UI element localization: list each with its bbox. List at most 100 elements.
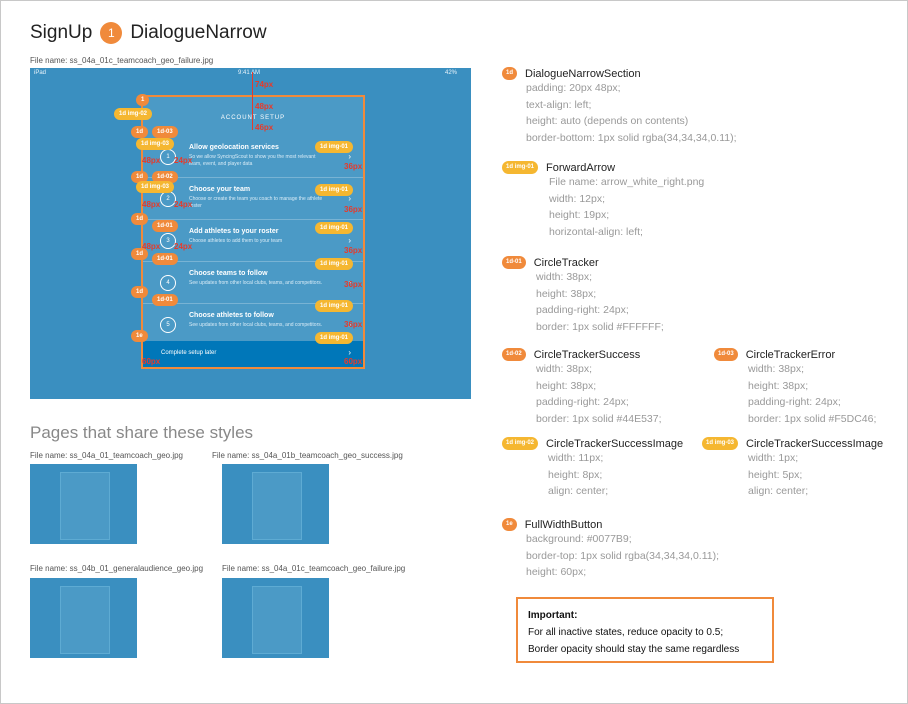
annotation-pill: 1d img-01 xyxy=(315,222,354,234)
row-description: See updates from other local clubs, team… xyxy=(189,322,323,328)
annotation-pill: 1d xyxy=(131,286,149,298)
spec-prop: padding-right: 24px; xyxy=(536,396,629,408)
measure-label: 48px xyxy=(142,156,161,165)
spec-tag: 1d-03 xyxy=(714,348,738,361)
annotation-pill: 1d img-01 xyxy=(315,184,354,196)
annotation-pill: 1d xyxy=(131,248,149,260)
row-description: See updates from other local clubs, team… xyxy=(189,280,323,286)
annotation-pill: 1d-02 xyxy=(152,171,178,183)
cta-label: Complete setup later xyxy=(161,350,217,356)
annotation-pill: 1d-01 xyxy=(152,294,178,306)
spec-name: DialogueNarrowSection xyxy=(525,67,641,80)
forward-arrow-icon: › xyxy=(348,278,351,287)
important-note: Important: For all inactive states, redu… xyxy=(516,597,774,663)
annotation-pill: 1d-03 xyxy=(152,126,178,138)
row-title: Choose your team xyxy=(189,186,251,193)
circle-tracker: 4 xyxy=(160,275,176,291)
spec-prop: padding-right: 24px; xyxy=(748,396,841,408)
important-line: For all inactive states, reduce opacity … xyxy=(528,627,724,638)
annotation-pill: 1d img-01 xyxy=(315,300,354,312)
thumb-dialog xyxy=(252,586,302,654)
spec-prop: height: 19px; xyxy=(549,209,610,221)
row-description: Choose or create the team you coach to m… xyxy=(189,196,323,209)
full-width-button[interactable]: Complete setup later › xyxy=(143,341,363,367)
measure-label: 60px xyxy=(344,357,363,366)
title-component: DialogueNarrow xyxy=(130,22,267,43)
spec-prop: height: 38px; xyxy=(748,379,809,392)
measure-label: 36px xyxy=(344,162,363,171)
spec-tag: 1e xyxy=(502,518,517,531)
annotation-pill: 1d-01 xyxy=(152,220,178,232)
measure-label: 48px xyxy=(142,242,161,251)
thumbnail[interactable] xyxy=(222,578,329,658)
spec-prop: padding-right: 24px; xyxy=(536,304,629,316)
measure-label: 60px xyxy=(142,357,161,366)
spec-tag: 1d-02 xyxy=(502,348,526,361)
list-item[interactable]: 4 Choose teams to follow See updates fro… xyxy=(143,263,363,304)
spec-prop: align: center; xyxy=(748,485,809,497)
spec-name: FullWidthButton xyxy=(524,518,603,531)
measure-label: 48px xyxy=(255,102,274,111)
annotation-pill: 1d xyxy=(131,213,149,225)
spec-prop: border: 1px solid #F5DC46; xyxy=(748,412,877,425)
spec-name: CircleTrackerError xyxy=(745,348,836,361)
annotation-pill: 1d img-01 xyxy=(315,141,354,153)
spec-name: CircleTrackerSuccessImage xyxy=(546,437,684,450)
spec-name: ForwardArrow xyxy=(546,161,616,174)
circle-tracker: 5 xyxy=(160,317,176,333)
annotation-pill: 1d img-02 xyxy=(114,108,153,120)
row-title: Choose teams to follow xyxy=(189,270,268,277)
spec-prop: width: 12px; xyxy=(549,192,606,205)
spec-prop: width: 11px; xyxy=(548,452,604,464)
spec-prop: height: 38px; xyxy=(536,287,597,300)
forward-arrow-icon: › xyxy=(348,194,351,203)
thumb-dialog xyxy=(60,472,110,540)
spec-circle-tracker-error: 1d-03 CircleTrackerError width: 38px; hei… xyxy=(714,348,876,427)
measure-label: 36px xyxy=(344,205,363,214)
thumbnail[interactable] xyxy=(222,464,329,544)
annotation-pill: 1d xyxy=(131,126,149,138)
title-section: SignUp xyxy=(30,22,93,43)
annotation-pill: 1d img-03 xyxy=(136,138,175,150)
row-title: Allow geolocation services xyxy=(189,144,279,151)
measure-label: 24px xyxy=(174,242,193,251)
thumb-file-name: File name: ss_04a_01_teamcoach_geo.jpg xyxy=(30,451,183,460)
spec-prop: background: #0077B9; xyxy=(526,533,632,545)
spec-tag: 1d img-03 xyxy=(702,437,739,450)
spec-prop: text-align: left; xyxy=(526,98,592,111)
spec-name: CircleTracker xyxy=(533,256,599,269)
row-description: So we allow SyncingScout to show you the… xyxy=(189,154,316,167)
spec-prop: border: 1px solid #FFFFFF; xyxy=(536,320,664,333)
spec-prop: border: 1px solid #44E537; xyxy=(536,412,662,425)
spec-prop: width: 38px; xyxy=(748,363,805,375)
forward-arrow-icon: › xyxy=(348,236,351,245)
spec-name: CircleTrackerSuccessImage xyxy=(746,437,884,450)
list-item[interactable]: 3 Add athletes to your roster Choose ath… xyxy=(143,221,363,262)
thumb-dialog xyxy=(60,586,110,654)
annotation-pill: 1d-01 xyxy=(152,253,178,265)
measure-label: 36px xyxy=(344,320,363,329)
forward-arrow-icon: › xyxy=(348,348,351,357)
annotation-pill: 1e xyxy=(131,330,148,342)
status-bar: iPad 9:41 AM 42% xyxy=(30,68,471,78)
annotation-pill: 1d img-01 xyxy=(315,332,354,344)
annotation-pill: 1d xyxy=(131,171,149,183)
shared-pages-heading: Pages that share these styles xyxy=(30,423,254,442)
thumbnail[interactable] xyxy=(30,464,137,544)
spec-prop: height: auto (depends on contents) xyxy=(526,115,689,127)
measure-label: 24px xyxy=(174,200,193,209)
important-heading: Important: xyxy=(528,610,578,621)
thumbnail[interactable] xyxy=(30,578,137,658)
measure-label: 46px xyxy=(255,123,274,132)
spec-prop: width: 38px; xyxy=(536,363,593,375)
measure-label: 24px xyxy=(174,156,193,165)
thumb-dialog xyxy=(252,472,302,540)
spec-tag: 1d-01 xyxy=(502,256,526,269)
thumb-file-name: File name: ss_04a_01c_teamcoach_geo_fail… xyxy=(222,564,406,573)
measure-label: 36px xyxy=(344,280,363,289)
